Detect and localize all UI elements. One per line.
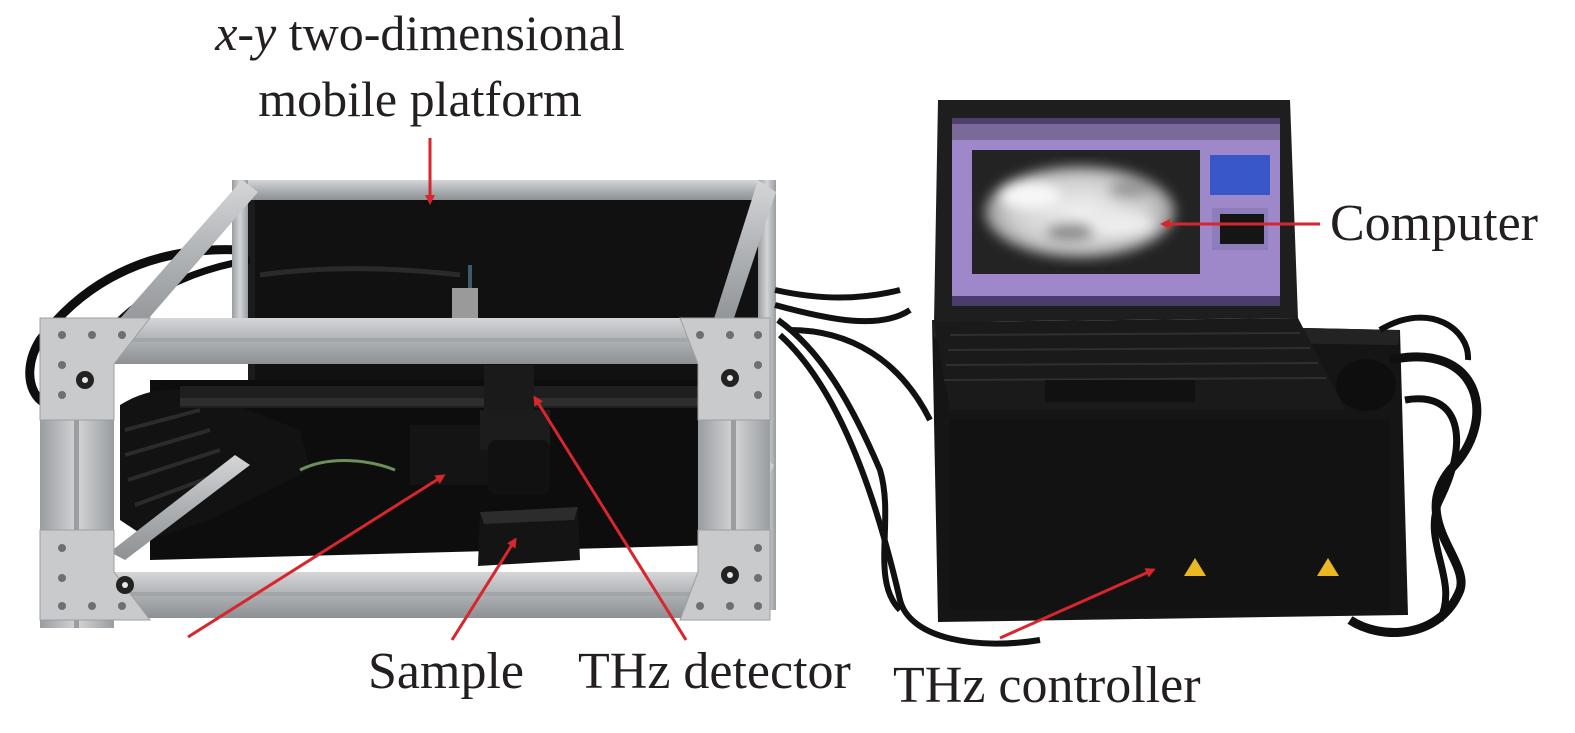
arrow-motor (187, 474, 446, 639)
arrow-detector (533, 395, 688, 641)
label-thz-detector: THz detector (578, 643, 851, 700)
arrow-sample (450, 537, 517, 641)
connecting-cables (774, 287, 1041, 647)
xy-platform (25, 180, 776, 628)
label-platform-line2: mobile platform (258, 71, 582, 127)
arrow-controller (999, 568, 1156, 640)
label-computer: Computer (1330, 195, 1538, 252)
warning-icon (1184, 558, 1339, 576)
annotation-arrows (187, 138, 1320, 641)
label-thz-controller: THz controller (893, 657, 1201, 714)
laptop (934, 100, 1396, 411)
label-sample: Sample (368, 643, 524, 700)
platform-line1-text: two-dimensional (276, 5, 625, 61)
label-platform-line1: x-y two-dimensional (140, 8, 700, 58)
platform-variable: x-y (215, 5, 277, 61)
